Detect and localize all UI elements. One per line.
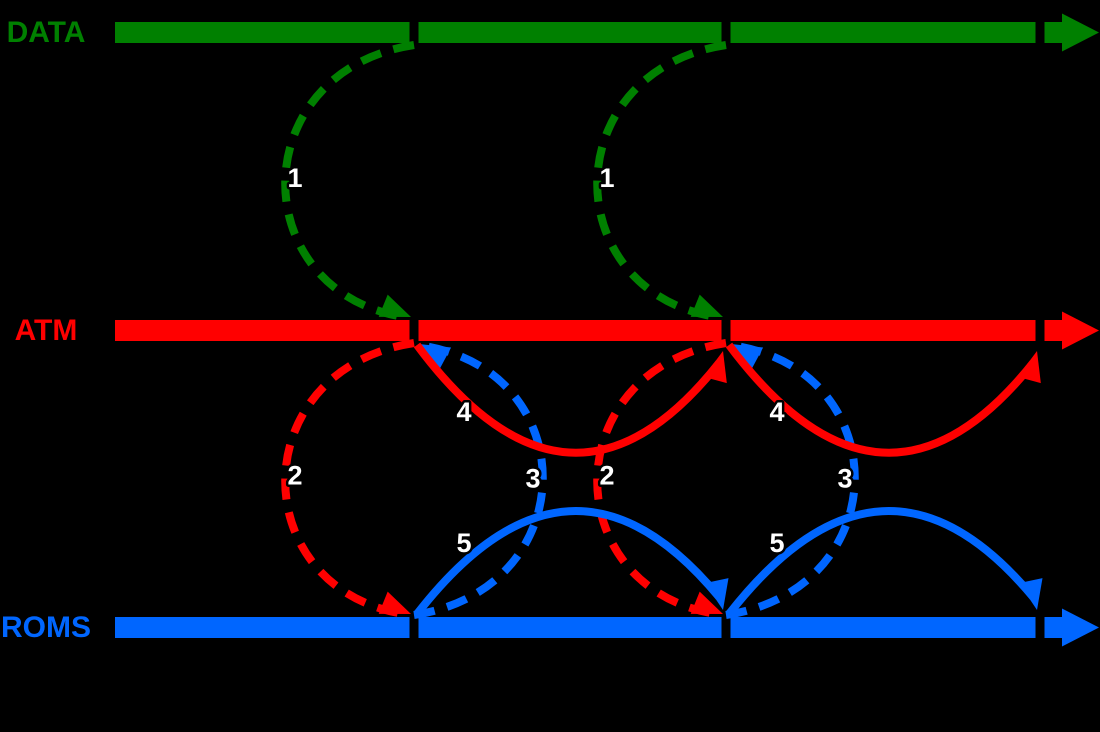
exchange-label-3-1: 3 bbox=[525, 464, 540, 494]
exchange-label-4-2: 4 bbox=[769, 397, 784, 427]
exchange-arrowhead-5-2 bbox=[1019, 578, 1043, 610]
exchange-arc-4-1 bbox=[413, 342, 723, 457]
exchange-arc-5-2 bbox=[725, 507, 1037, 617]
exchange-label-1-2: 1 bbox=[599, 163, 614, 193]
exchange-arc-4-2 bbox=[725, 342, 1037, 457]
exchange-label-5-2: 5 bbox=[769, 528, 784, 558]
tick-mark-atm-2 bbox=[1035, 318, 1045, 343]
exchange-label-2-1: 2 bbox=[287, 461, 302, 491]
exchange-arc-5-1 bbox=[413, 507, 723, 617]
tick-mark-data-2 bbox=[1035, 20, 1045, 45]
tick-mark-roms-1 bbox=[721, 615, 731, 640]
timeline-arrowhead-atm bbox=[1062, 311, 1099, 350]
exchange-arrowhead-5-1 bbox=[705, 578, 729, 610]
timeline-arrowhead-data bbox=[1062, 13, 1099, 52]
tick-mark-roms-0 bbox=[409, 615, 419, 640]
exchange-arrowhead-2-2 bbox=[690, 591, 723, 614]
exchange-label-1-1: 1 bbox=[287, 163, 302, 193]
timeline-bar-atm bbox=[115, 320, 1062, 341]
exchange-arrowhead-3-1 bbox=[419, 344, 452, 369]
exchange-arc-3-1 bbox=[413, 342, 547, 619]
exchange-arrowhead-1-1 bbox=[378, 294, 411, 317]
exchange-arrowhead-4-2 bbox=[1017, 351, 1041, 384]
exchange-arrowhead-4-1 bbox=[703, 351, 727, 384]
tick-mark-data-1 bbox=[721, 20, 731, 45]
exchange-arc-2-1 bbox=[281, 339, 415, 618]
exchange-arc-3-2 bbox=[725, 342, 859, 619]
exchange-label-2-2: 2 bbox=[599, 461, 614, 491]
exchange-arrowhead-2-1 bbox=[378, 591, 411, 614]
timeline-arrowhead-roms bbox=[1062, 608, 1099, 647]
exchange-label-3-2: 3 bbox=[837, 464, 852, 494]
timeline-bar-roms bbox=[115, 617, 1062, 638]
timeline-bar-data bbox=[115, 22, 1062, 43]
exchange-arc-1-2 bbox=[593, 41, 727, 321]
tick-mark-roms-2 bbox=[1035, 615, 1045, 640]
tick-mark-atm-0 bbox=[409, 318, 419, 343]
tick-mark-data-0 bbox=[409, 20, 419, 45]
tick-mark-atm-1 bbox=[721, 318, 731, 343]
exchange-label-4-1: 4 bbox=[456, 397, 471, 427]
timeline-label-data: DATA bbox=[7, 16, 86, 49]
exchange-arc-1-1 bbox=[281, 41, 415, 321]
exchange-arrowhead-1-2 bbox=[690, 294, 723, 317]
exchange-arc-2-2 bbox=[593, 339, 727, 618]
exchange-arrowhead-3-2 bbox=[731, 344, 764, 369]
timeline-label-atm: ATM bbox=[15, 314, 78, 347]
timeline-label-roms: ROMS bbox=[1, 611, 91, 644]
exchange-label-5-1: 5 bbox=[456, 528, 471, 558]
